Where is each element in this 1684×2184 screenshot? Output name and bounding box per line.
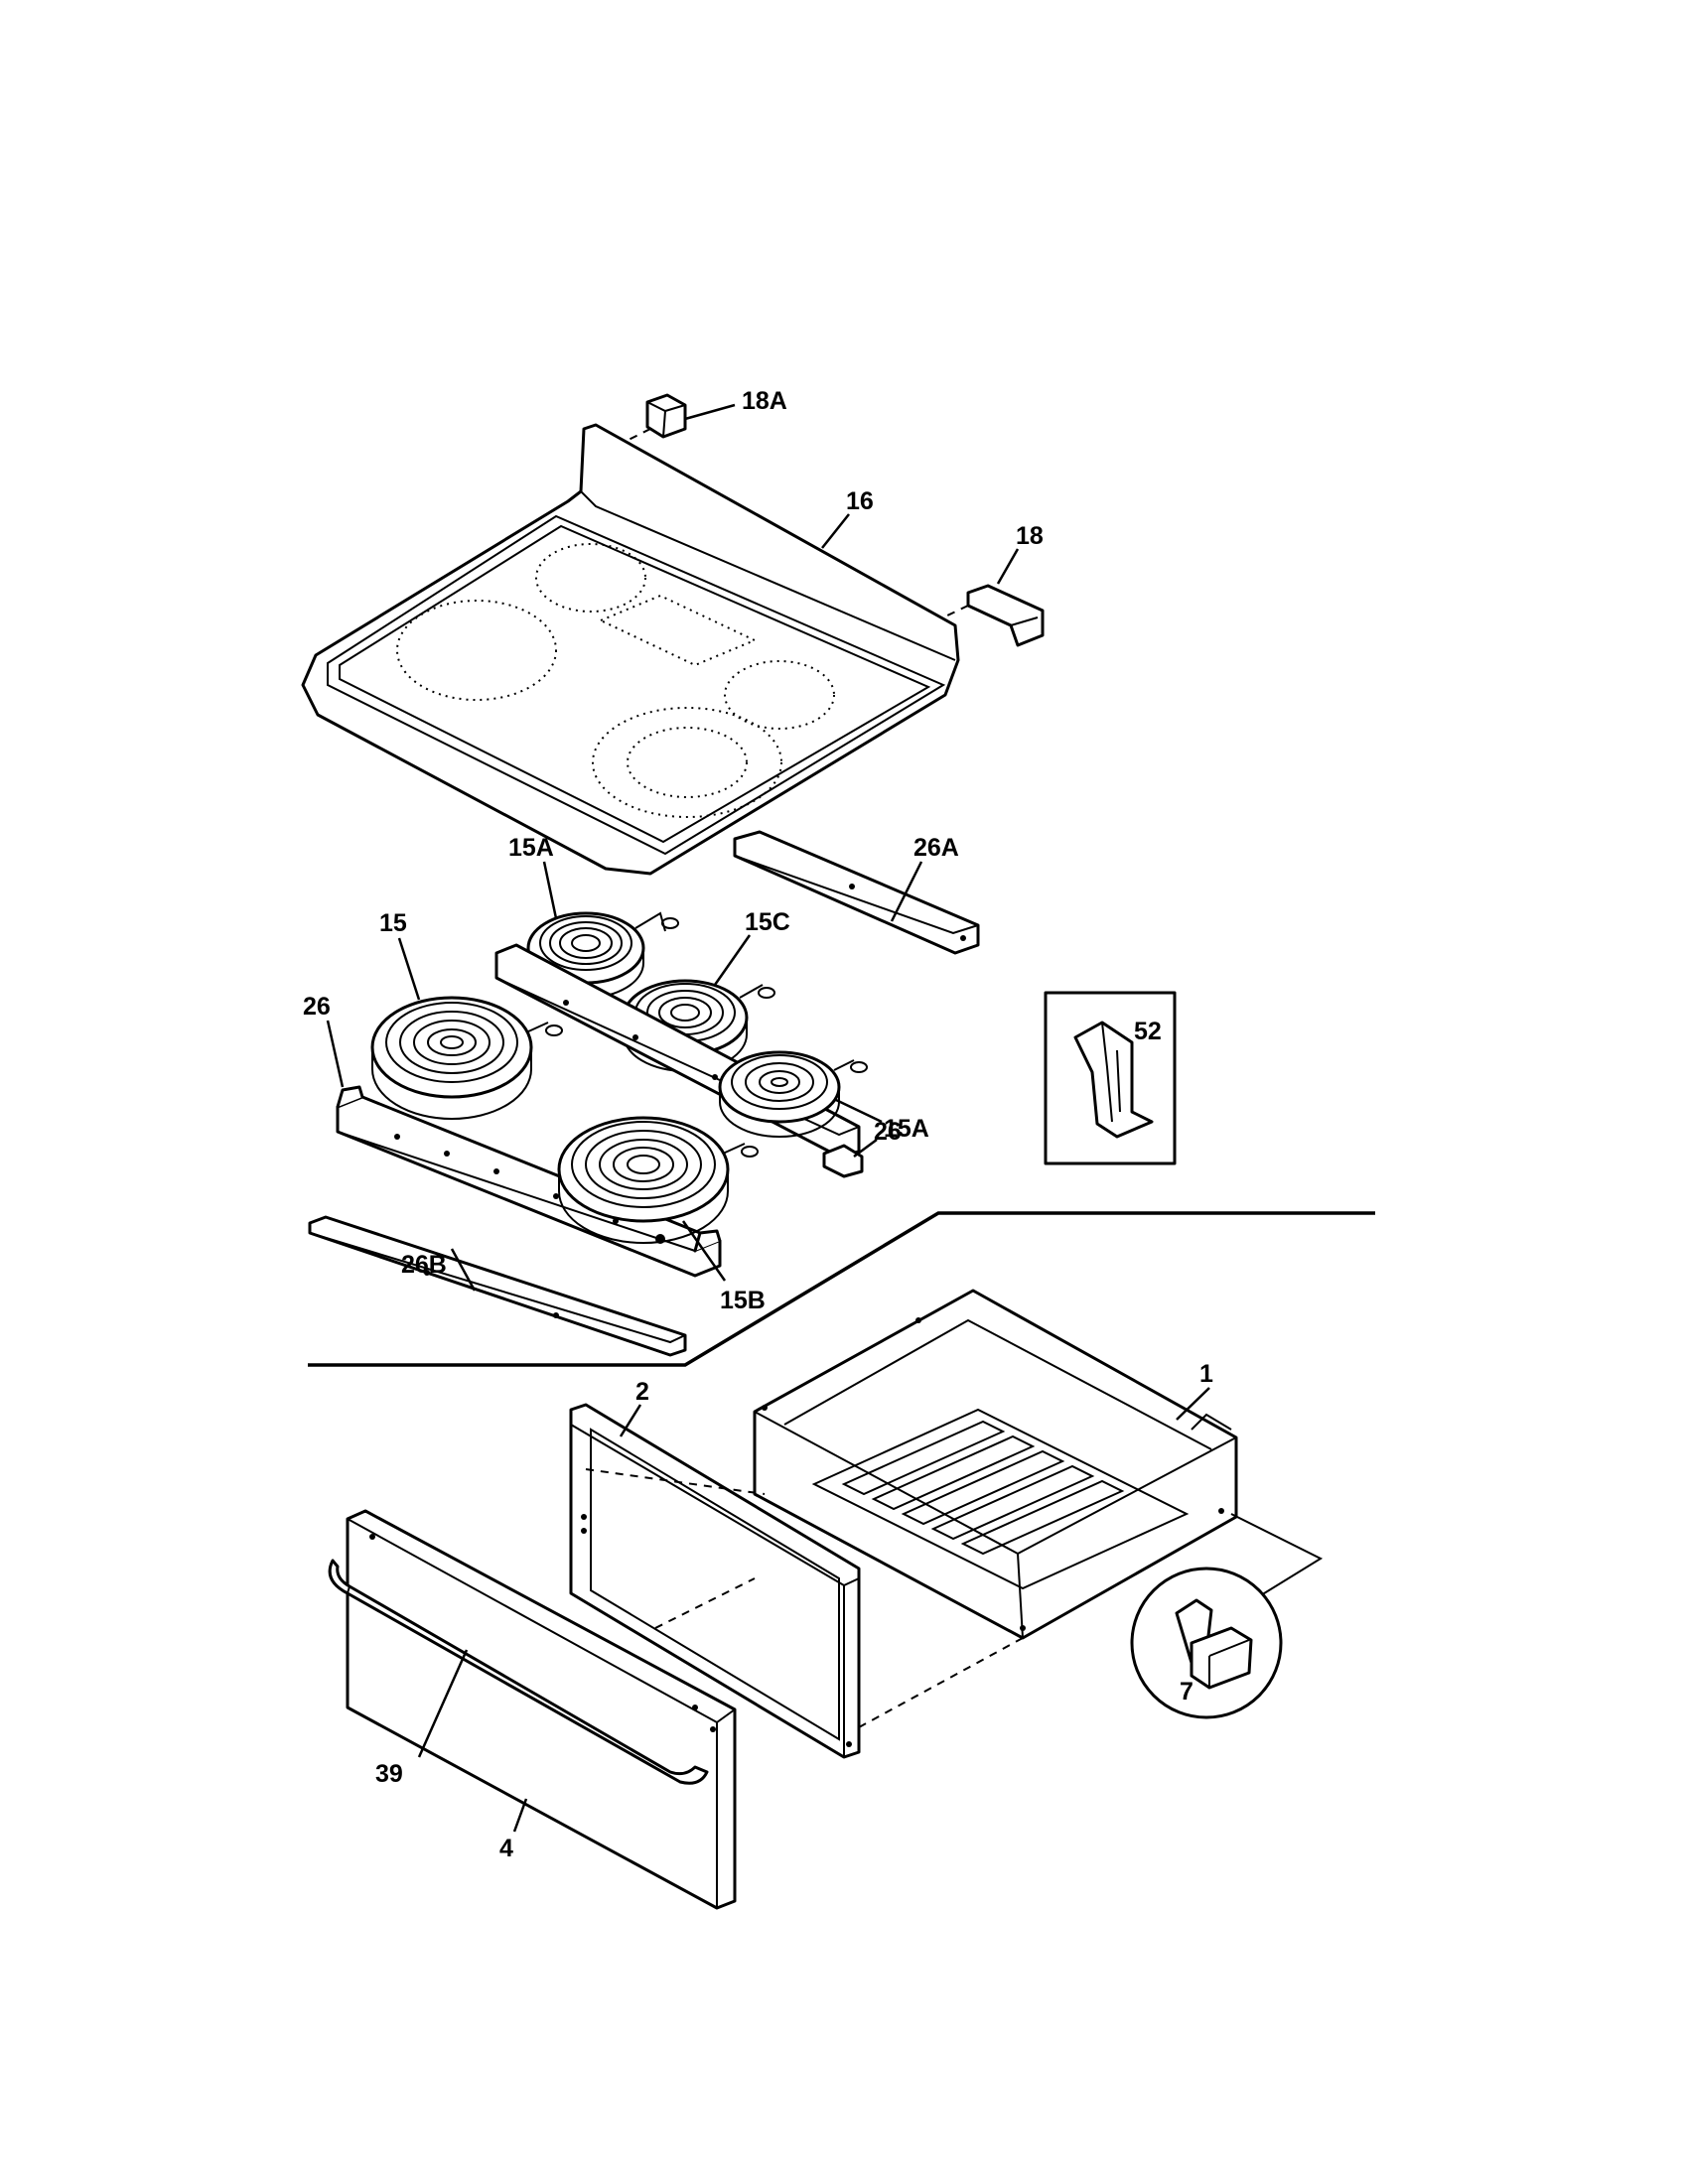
section-divider: [308, 1211, 1375, 1367]
part-26b-trim: [308, 1215, 687, 1357]
label-15b: 15B: [720, 1287, 766, 1314]
dash-18: [942, 605, 969, 618]
element-outline-right: [724, 660, 835, 730]
leader-26a: [890, 861, 923, 922]
connector-7: [1230, 1513, 1324, 1599]
leader-15b: [681, 1220, 727, 1282]
leader-2: [619, 1404, 642, 1437]
part-26a-rail: [733, 830, 980, 955]
element-outline-center-rear: [535, 543, 646, 613]
label-26b: 26B: [401, 1251, 447, 1279]
label-15: 15: [379, 909, 407, 937]
leader-15c: [713, 934, 752, 986]
part-1-drawer-box: [753, 1289, 1238, 1640]
element-outline-left-rear: [396, 600, 557, 701]
label-52: 52: [1134, 1018, 1162, 1045]
dash-drawer-lower: [858, 1637, 1024, 1728]
label-15a-top: 15A: [508, 834, 554, 862]
leader-1: [1176, 1387, 1210, 1421]
leader-15a-top: [542, 861, 558, 919]
part-16-cooktop: [301, 423, 960, 876]
label-26-right: 26: [874, 1118, 902, 1146]
label-16: 16: [846, 487, 874, 515]
part-15b-element: [557, 1116, 759, 1244]
inset-box-52: [1044, 991, 1177, 1165]
label-18: 18: [1016, 522, 1044, 550]
part-26-bracket-left: [336, 1085, 722, 1278]
leader-26-left: [326, 1020, 345, 1088]
label-15a-right: 15A: [884, 1115, 929, 1143]
label-4: 4: [499, 1835, 513, 1862]
leader-18a: [684, 403, 736, 421]
part-2-drawer-panel: [569, 1403, 861, 1759]
leader-16: [821, 513, 850, 549]
part-18-bracket: [966, 584, 1045, 647]
part-26-bracket-right: [822, 1144, 864, 1178]
leader-26-right: [853, 1138, 878, 1159]
leader-4: [512, 1798, 528, 1833]
leader-26b: [450, 1248, 477, 1292]
label-2: 2: [635, 1378, 649, 1406]
dash-drawer-upper: [585, 1468, 766, 1495]
leader-39: [417, 1649, 469, 1758]
leader-18: [996, 548, 1020, 585]
part-15a-element-right: [718, 1050, 868, 1138]
element-outline-front-large: [592, 707, 782, 818]
label-18a: 18A: [742, 387, 787, 415]
dash-drawer-middle: [654, 1577, 756, 1629]
part-39-handle: [328, 1559, 709, 1785]
leader-15: [397, 937, 421, 1001]
label-26a: 26A: [913, 834, 959, 862]
part-15-element: [370, 996, 563, 1120]
label-39: 39: [375, 1760, 403, 1788]
label-26-left: 26: [303, 993, 331, 1021]
leader-15a-right: [835, 1098, 883, 1124]
part-18a-bracket: [645, 393, 687, 439]
part-7-clip-callout: [1130, 1567, 1283, 1719]
part-4-drawer-front: [346, 1509, 737, 1910]
label-15c: 15C: [745, 908, 790, 936]
label-7: 7: [1180, 1678, 1193, 1706]
label-1: 1: [1199, 1360, 1213, 1388]
